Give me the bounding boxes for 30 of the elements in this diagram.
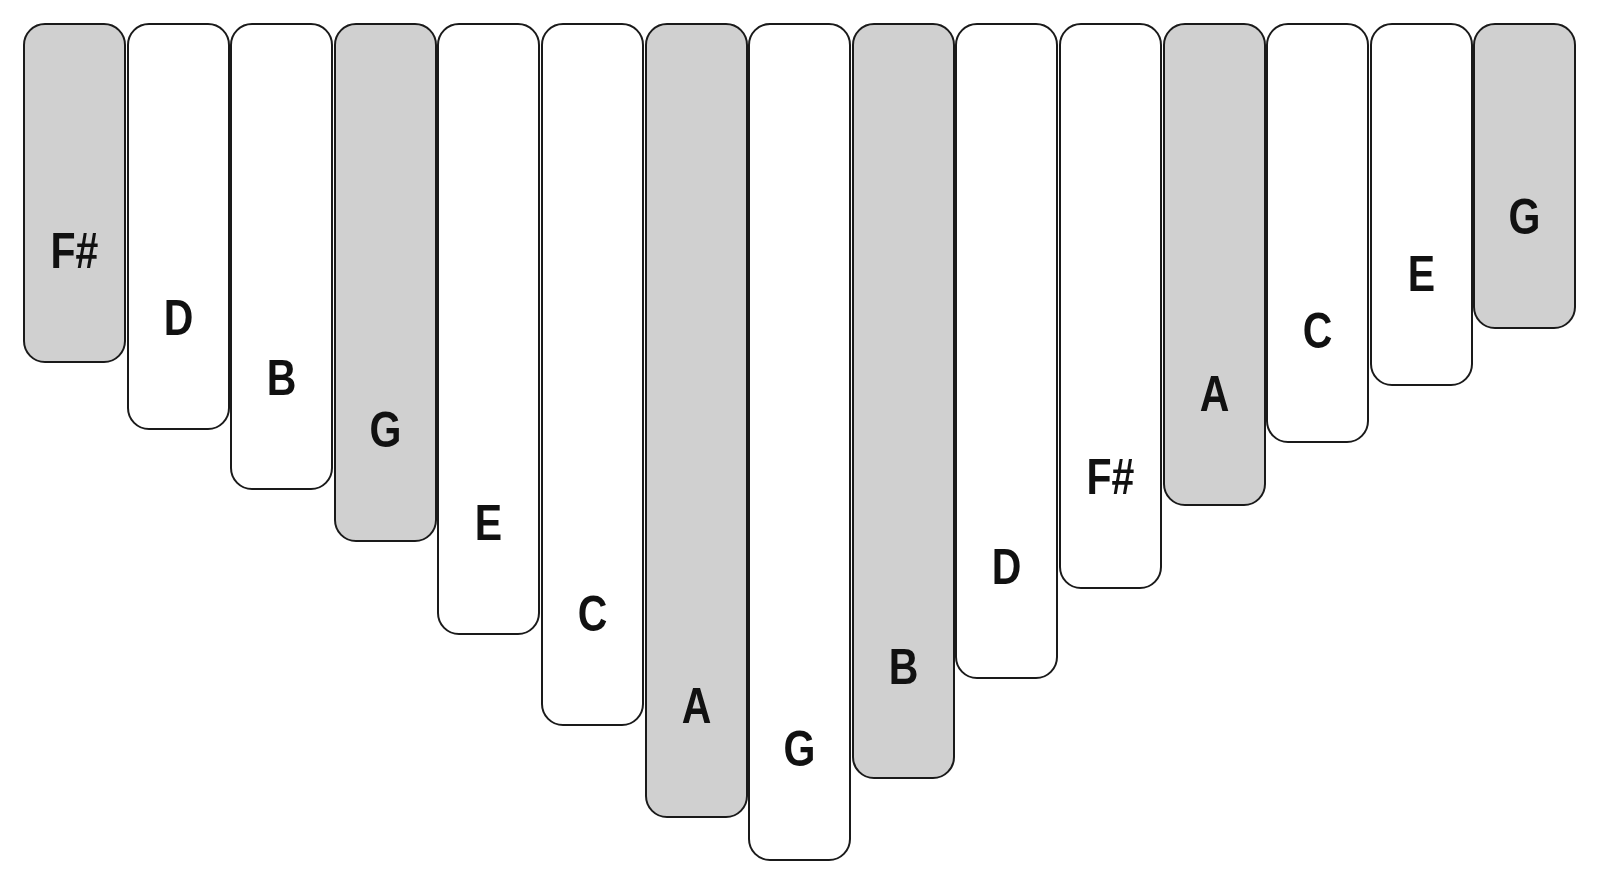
note-label: A	[680, 678, 712, 734]
note-label: G	[1507, 189, 1542, 245]
note-label: E	[1406, 246, 1436, 302]
note-label: D	[991, 539, 1023, 595]
kalimba-tine	[1473, 23, 1577, 329]
note-label: D	[162, 290, 194, 346]
kalimba-tine	[644, 23, 748, 818]
kalimba-tine	[1266, 23, 1370, 443]
kalimba-tine	[1162, 23, 1266, 506]
kalimba-tine	[955, 23, 1059, 679]
note-label: B	[887, 639, 920, 695]
kalimba-tine	[1369, 23, 1473, 386]
kalimba-tine	[748, 23, 852, 861]
kalimba-tine	[851, 23, 955, 779]
kalimba-tine	[230, 23, 334, 490]
note-label: F#	[49, 223, 100, 279]
kalimba-tine	[541, 23, 644, 726]
kalimba-tine	[437, 23, 541, 635]
kalimba-tine	[333, 23, 437, 542]
kalimba-tine	[23, 23, 126, 363]
note-label: E	[474, 495, 504, 551]
kalimba-tine	[126, 23, 230, 430]
note-label: G	[368, 402, 403, 458]
note-label: C	[1301, 303, 1334, 359]
note-label: A	[1198, 366, 1230, 422]
note-label: C	[576, 586, 609, 642]
note-label: G	[782, 721, 817, 777]
note-label: B	[265, 350, 298, 406]
note-label: F#	[1085, 449, 1136, 505]
kalimba-tine	[1059, 23, 1162, 589]
